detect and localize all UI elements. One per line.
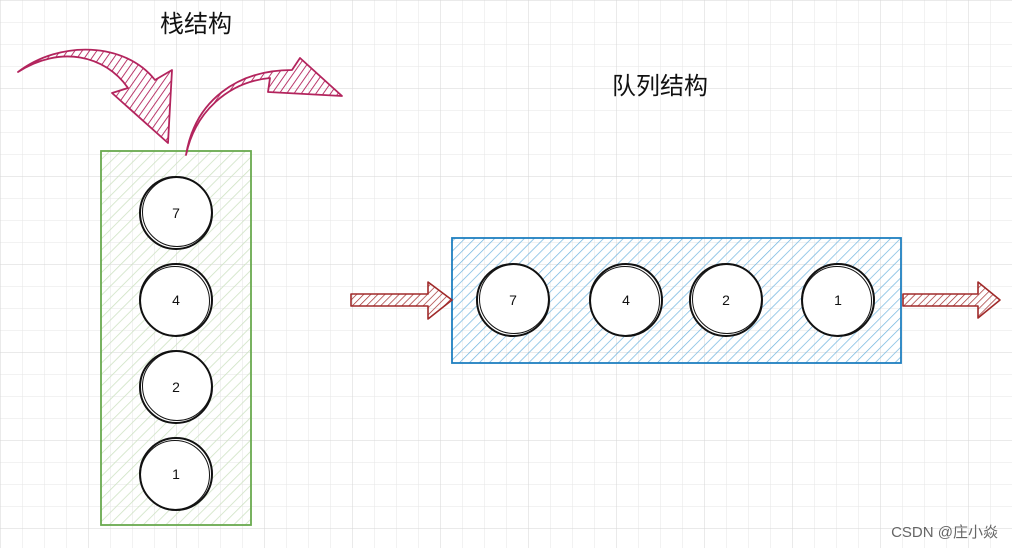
queue-title: 队列结构	[612, 72, 708, 100]
stack-node: 1	[139, 437, 213, 511]
stack-pop-arrow	[185, 57, 343, 156]
stack-node-label: 4	[172, 292, 180, 308]
stack-push-arrow	[17, 48, 173, 144]
stack-node-label: 1	[172, 466, 180, 482]
queue-node: 7	[476, 263, 550, 337]
watermark: CSDN @庄小焱	[891, 524, 998, 541]
queue-enqueue-arrow	[350, 281, 453, 320]
queue-node-label: 1	[834, 292, 842, 308]
queue-node: 1	[801, 263, 875, 337]
queue-node-label: 7	[509, 292, 517, 308]
stack-node: 4	[139, 263, 213, 337]
stack-node: 2	[139, 350, 213, 424]
queue-node-label: 4	[622, 292, 630, 308]
queue-node: 2	[689, 263, 763, 337]
stack-node-label: 2	[172, 379, 180, 395]
queue-node: 4	[589, 263, 663, 337]
queue-dequeue-arrow	[902, 281, 1001, 319]
stack-node-label: 7	[172, 205, 180, 221]
queue-node-label: 2	[722, 292, 730, 308]
stack-title: 栈结构	[160, 10, 232, 38]
stack-node: 7	[139, 176, 213, 250]
